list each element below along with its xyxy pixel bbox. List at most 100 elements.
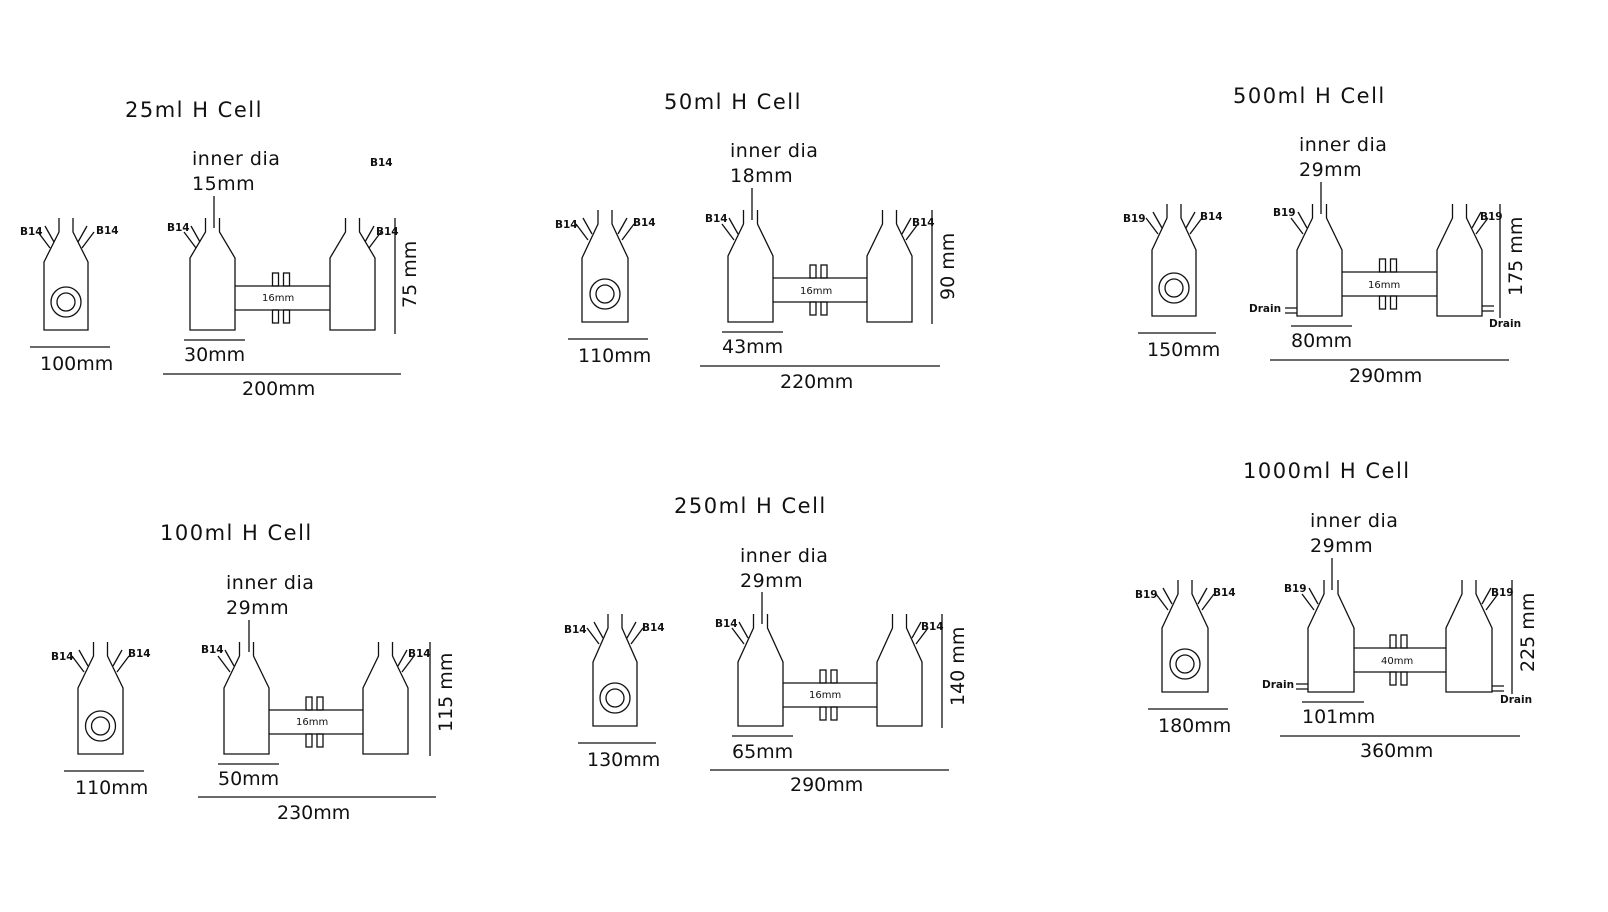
total-width-label: 360mm xyxy=(1360,740,1433,762)
joint-arm-right xyxy=(1185,211,1203,235)
side-port-outer xyxy=(50,286,82,318)
inner-dia-label: inner dia xyxy=(1299,134,1387,156)
front-joint-arm-right xyxy=(1481,587,1499,611)
side-port-outer xyxy=(84,710,117,742)
drain-right-label: Drain xyxy=(1489,318,1521,330)
side-view-flask xyxy=(1161,580,1209,693)
bridge-flange xyxy=(1389,295,1398,310)
body-width-label: 43mm xyxy=(722,336,783,358)
front-joint-arm-right xyxy=(911,621,929,645)
side-view-flask xyxy=(77,642,124,755)
side-joint-left-label: B14 xyxy=(555,219,578,231)
front-left-flask xyxy=(727,210,774,323)
bridge-flange xyxy=(305,733,313,748)
side-view-flask xyxy=(43,218,89,331)
bridge-flange xyxy=(1389,634,1397,649)
total-width-label: 200mm xyxy=(242,378,315,400)
joint-arm-right xyxy=(1197,587,1215,611)
inner-dia-value: 18mm xyxy=(730,165,793,187)
inner-dia-label: inner dia xyxy=(740,545,828,567)
cell-title: 500ml H Cell xyxy=(1233,84,1386,108)
bridge-flange xyxy=(1400,634,1408,649)
side-joint-left-label: B14 xyxy=(20,226,43,238)
bridge-tube xyxy=(269,709,363,735)
side-view-flask xyxy=(581,210,629,323)
front-right-flask xyxy=(362,642,409,755)
front-joint-arm-left xyxy=(1301,587,1319,611)
side-joint-right-label: B14 xyxy=(96,225,119,237)
bridge-flange xyxy=(271,272,280,287)
side-width-label: 130mm xyxy=(587,749,660,771)
front-joint-left-label: B14 xyxy=(167,222,190,234)
bridge-diameter-label: 16mm xyxy=(809,690,841,701)
height-label: 175 mm xyxy=(1505,217,1527,296)
side-width-label: 180mm xyxy=(1158,715,1231,737)
front-joint-arm-right xyxy=(901,217,919,241)
total-width-label: 290mm xyxy=(790,774,863,796)
inner-dia-value: 29mm xyxy=(1310,535,1373,557)
front-right-flask xyxy=(1445,580,1493,693)
bridge-flange xyxy=(830,706,838,721)
bridge-flange xyxy=(282,309,291,324)
side-port-outer xyxy=(599,682,631,714)
side-port-inner xyxy=(56,292,76,312)
side-port-inner xyxy=(595,284,615,304)
joint-arm-left xyxy=(1145,211,1163,235)
joint-arm-left xyxy=(71,649,89,673)
bridge-flange xyxy=(316,696,324,711)
front-joint-right-label: B19 xyxy=(1491,587,1514,599)
bridge-tube xyxy=(1354,647,1446,673)
body-width-label: 50mm xyxy=(218,768,279,790)
bridge-diameter-label: 16mm xyxy=(262,293,294,304)
front-joint-arm-left xyxy=(721,217,739,241)
bridge-flange xyxy=(1389,671,1397,686)
bridge-flange xyxy=(1378,258,1387,273)
side-view-flask xyxy=(1151,204,1197,317)
cell-title: 250ml H Cell xyxy=(674,494,827,518)
side-width-label: 100mm xyxy=(40,353,113,375)
total-width-label: 220mm xyxy=(780,371,853,393)
front-joint-arm-left xyxy=(183,225,201,249)
body-width-label: 65mm xyxy=(732,741,793,763)
front-joint-right-label: B19 xyxy=(1480,211,1503,223)
joint-arm-right xyxy=(626,621,644,645)
side-width-label: 110mm xyxy=(578,345,651,367)
drain-left-label: Drain xyxy=(1262,679,1294,691)
side-joint-left-label: B14 xyxy=(51,651,74,663)
front-joint-left-label: B14 xyxy=(705,213,728,225)
front-joint-right-label: B14 xyxy=(408,648,431,660)
front-right-flask xyxy=(866,210,913,323)
bridge-tube xyxy=(1342,271,1437,297)
bridge-flange xyxy=(1400,671,1408,686)
bridge-diameter-label: 40mm xyxy=(1381,656,1413,667)
side-joint-right-label: B14 xyxy=(633,217,656,229)
bridge-tube xyxy=(773,277,867,303)
bridge-flange xyxy=(316,733,324,748)
front-joint-right-label: B14 xyxy=(912,217,935,229)
bridge-flange xyxy=(282,272,291,287)
front-joint-left-label: B19 xyxy=(1284,583,1307,595)
total-width-label: 290mm xyxy=(1349,365,1422,387)
front-left-flask xyxy=(1307,580,1355,693)
bridge-diameter-label: 16mm xyxy=(1368,280,1400,291)
bridge-flange xyxy=(819,706,827,721)
bridge-tube xyxy=(783,682,877,708)
bridge-flange xyxy=(1389,258,1398,273)
cell-title: 100ml H Cell xyxy=(160,521,313,545)
drain-left-label: Drain xyxy=(1249,303,1281,315)
front-joint-arm-left xyxy=(1290,211,1308,235)
bridge-flange xyxy=(820,264,828,279)
joint-arm-right xyxy=(112,649,130,673)
body-width-label: 101mm xyxy=(1302,706,1375,728)
bridge-diameter-label: 16mm xyxy=(296,717,328,728)
cell-title: 1000ml H Cell xyxy=(1243,459,1411,483)
side-port-inner xyxy=(605,688,625,708)
inner-dia-value: 29mm xyxy=(740,570,803,592)
height-label: 225 mm xyxy=(1517,593,1539,672)
front-left-flask xyxy=(737,614,784,727)
